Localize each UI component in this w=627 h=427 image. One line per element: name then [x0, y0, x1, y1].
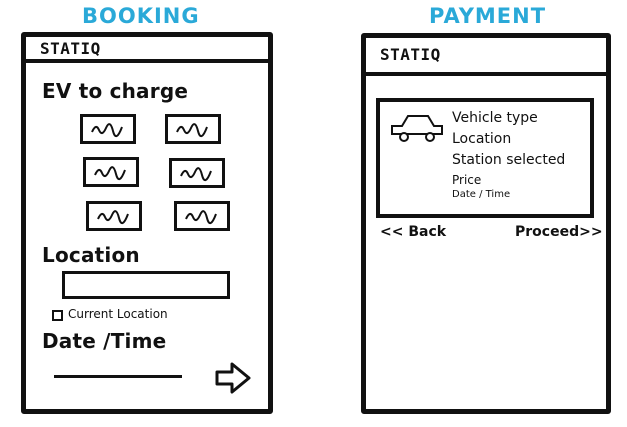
ev-option-3[interactable] [83, 157, 139, 187]
booking-appbar: STATIQ [26, 37, 268, 63]
payment-appbar: STATIQ [366, 38, 606, 76]
ev-option-2[interactable] [165, 114, 221, 144]
datetime-text: Date / Time [452, 189, 511, 200]
booking-screen: STATIQ EV to charge Location Current Loc… [21, 32, 273, 414]
scribble-icon [185, 210, 217, 225]
payment-title: PAYMENT [429, 4, 547, 28]
scribble-icon [176, 123, 208, 138]
payment-screen: STATIQ Vehicle type Location Station sel… [361, 33, 611, 414]
price-text: Price [452, 173, 482, 187]
back-button[interactable]: << Back [380, 224, 447, 240]
next-arrow-button[interactable] [214, 361, 252, 395]
datetime-input[interactable] [54, 375, 182, 378]
location-input[interactable] [62, 271, 230, 299]
current-location-checkbox[interactable] [52, 310, 63, 321]
brand-logo: STATIQ [40, 39, 101, 58]
ev-section-label: EV to charge [42, 79, 189, 103]
ev-option-1[interactable] [80, 114, 136, 144]
current-location-label: Current Location [68, 307, 168, 321]
proceed-button[interactable]: Proceed>> [515, 224, 603, 240]
ev-option-6[interactable] [174, 201, 230, 231]
location-text: Location [452, 131, 512, 147]
scribble-icon [94, 166, 126, 181]
booking-title: BOOKING [82, 4, 200, 28]
scribble-icon [97, 210, 129, 225]
booking-summary-card: Vehicle type Location Station selected P… [376, 98, 594, 218]
car-icon [391, 115, 443, 142]
vehicle-type-text: Vehicle type [452, 110, 538, 126]
ev-option-5[interactable] [86, 201, 142, 231]
brand-logo: STATIQ [380, 45, 441, 64]
scribble-icon [180, 167, 212, 182]
location-label: Location [42, 243, 140, 267]
right-arrow-icon [215, 362, 251, 394]
ev-option-4[interactable] [169, 158, 225, 188]
station-text: Station selected [452, 152, 566, 168]
scribble-icon [91, 123, 123, 138]
datetime-label: Date /Time [42, 329, 167, 353]
